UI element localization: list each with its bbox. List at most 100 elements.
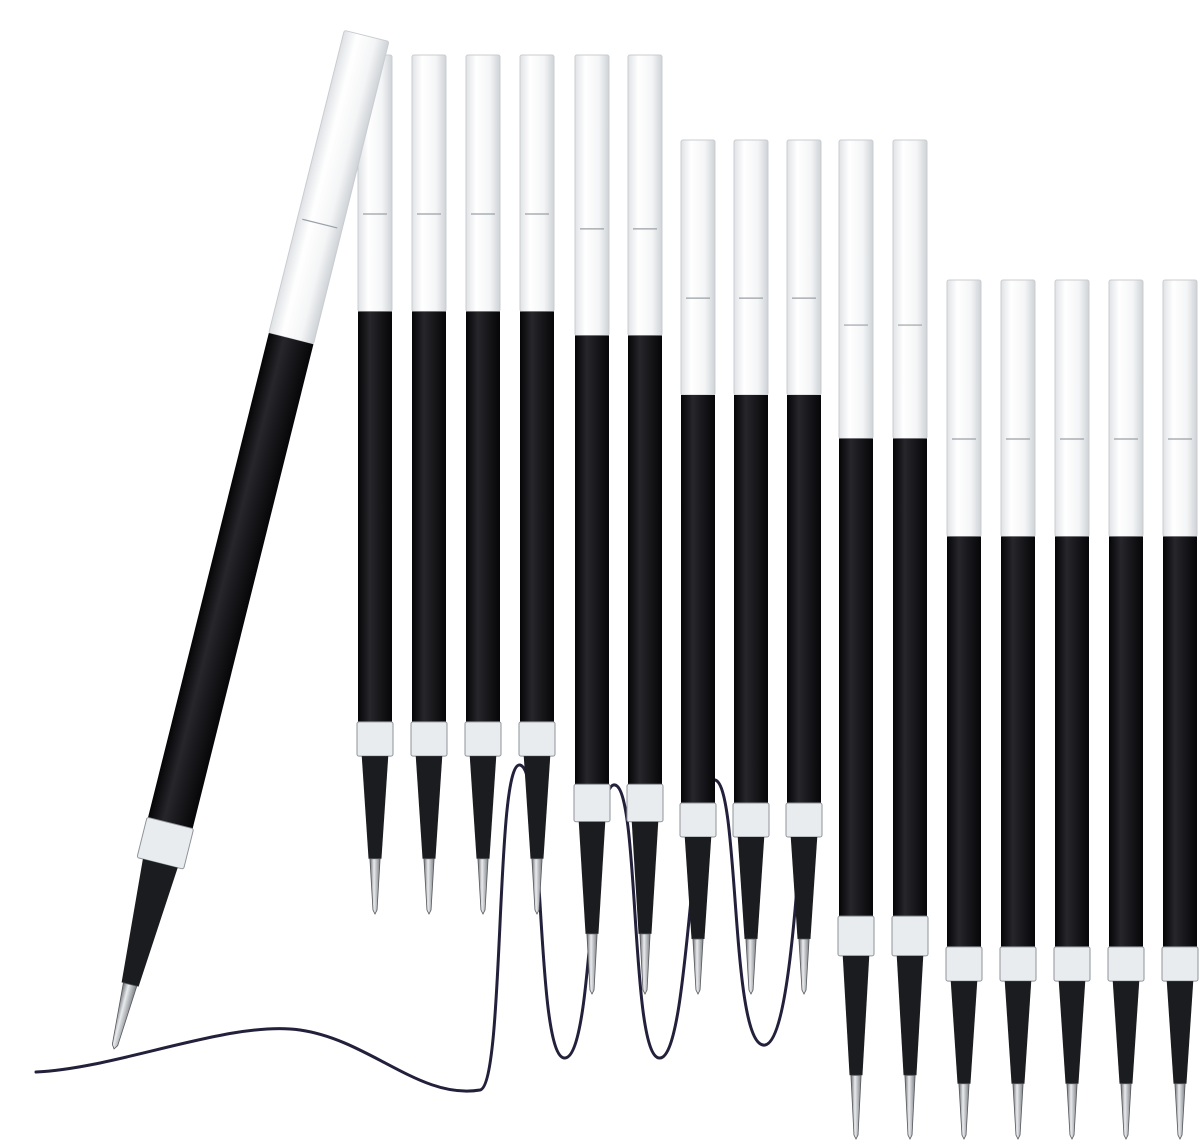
metal-tip	[745, 938, 757, 995]
refill	[356, 54, 394, 915]
collar	[626, 783, 664, 823]
refill	[464, 54, 502, 915]
metal-tip	[692, 938, 704, 995]
metal-tip	[850, 1074, 862, 1140]
neck	[121, 859, 178, 987]
featured-refill	[111, 30, 389, 1050]
refill	[891, 139, 929, 1140]
tube-seam	[302, 218, 338, 229]
metal-tip	[423, 858, 435, 915]
ink-body	[787, 395, 821, 803]
clear-tube	[838, 139, 874, 439]
metal-tip	[111, 982, 138, 1050]
metal-tip	[531, 858, 543, 915]
clear-tube	[627, 54, 663, 336]
collar	[410, 721, 448, 757]
clear-tube	[465, 54, 501, 312]
neck	[1112, 981, 1140, 1084]
refill	[679, 139, 717, 995]
refill-group	[111, 30, 1199, 1140]
neck	[1058, 981, 1086, 1084]
metal-tip	[369, 858, 381, 915]
neck	[1166, 981, 1194, 1084]
refill	[518, 54, 556, 915]
ink-body	[412, 311, 446, 722]
ink-body	[681, 395, 715, 803]
metal-tip	[477, 858, 489, 915]
ink-body	[1055, 536, 1089, 947]
refill	[1107, 279, 1145, 1140]
collar	[1107, 946, 1145, 982]
refill	[1161, 279, 1199, 1140]
clear-tube	[1000, 279, 1036, 537]
ink-body	[520, 311, 554, 722]
ink-body	[466, 311, 500, 722]
ink-body	[839, 438, 873, 917]
ink-body	[734, 395, 768, 803]
metal-tip	[904, 1074, 916, 1140]
metal-tip	[1174, 1083, 1186, 1140]
clear-tube	[892, 139, 928, 439]
metal-tip	[798, 938, 810, 995]
refill	[626, 54, 664, 995]
neck	[469, 756, 497, 859]
clear-tube	[574, 54, 610, 336]
refill	[111, 30, 389, 1050]
neck	[523, 756, 551, 859]
clear-tube	[519, 54, 555, 312]
neck	[737, 837, 765, 939]
neck	[790, 837, 818, 939]
neck	[578, 821, 606, 934]
ink-body	[358, 311, 392, 722]
collar	[1053, 946, 1091, 982]
ink-body	[148, 333, 314, 829]
refill	[573, 54, 611, 995]
refill	[1053, 279, 1091, 1140]
refill	[837, 139, 875, 1140]
ink-body	[947, 536, 981, 947]
metal-tip	[958, 1083, 970, 1140]
clear-tube	[1054, 279, 1090, 537]
collar	[945, 946, 983, 982]
metal-tip	[1120, 1083, 1132, 1140]
collar	[732, 802, 770, 838]
refill	[732, 139, 770, 995]
metal-tip	[586, 933, 598, 995]
clear-tube	[786, 139, 822, 396]
neck	[842, 955, 870, 1076]
refill	[945, 279, 983, 1140]
ink-body	[1109, 536, 1143, 947]
metal-tip	[1012, 1083, 1024, 1140]
ink-body	[893, 438, 927, 917]
neck	[361, 756, 389, 859]
neck	[950, 981, 978, 1084]
clear-tube	[946, 279, 982, 537]
neck	[896, 955, 924, 1076]
collar	[679, 802, 717, 838]
clear-tube	[733, 139, 769, 396]
metal-tip	[1066, 1083, 1078, 1140]
ink-body	[628, 335, 662, 785]
neck	[415, 756, 443, 859]
collar	[518, 721, 556, 757]
collar	[573, 783, 611, 823]
clear-tube	[1162, 279, 1198, 537]
clear-tube	[411, 54, 447, 312]
refill	[785, 139, 823, 995]
collar	[1161, 946, 1199, 982]
neck	[1004, 981, 1032, 1084]
refill	[410, 54, 448, 915]
collar	[999, 946, 1037, 982]
metal-tip	[639, 933, 651, 995]
ink-body	[575, 335, 609, 785]
collar	[891, 915, 929, 957]
neck	[631, 821, 659, 934]
collar	[785, 802, 823, 838]
collar	[837, 915, 875, 957]
refill	[999, 279, 1037, 1140]
collar	[356, 721, 394, 757]
ink-body	[1163, 536, 1197, 947]
ink-body	[1001, 536, 1035, 947]
clear-tube	[680, 139, 716, 396]
